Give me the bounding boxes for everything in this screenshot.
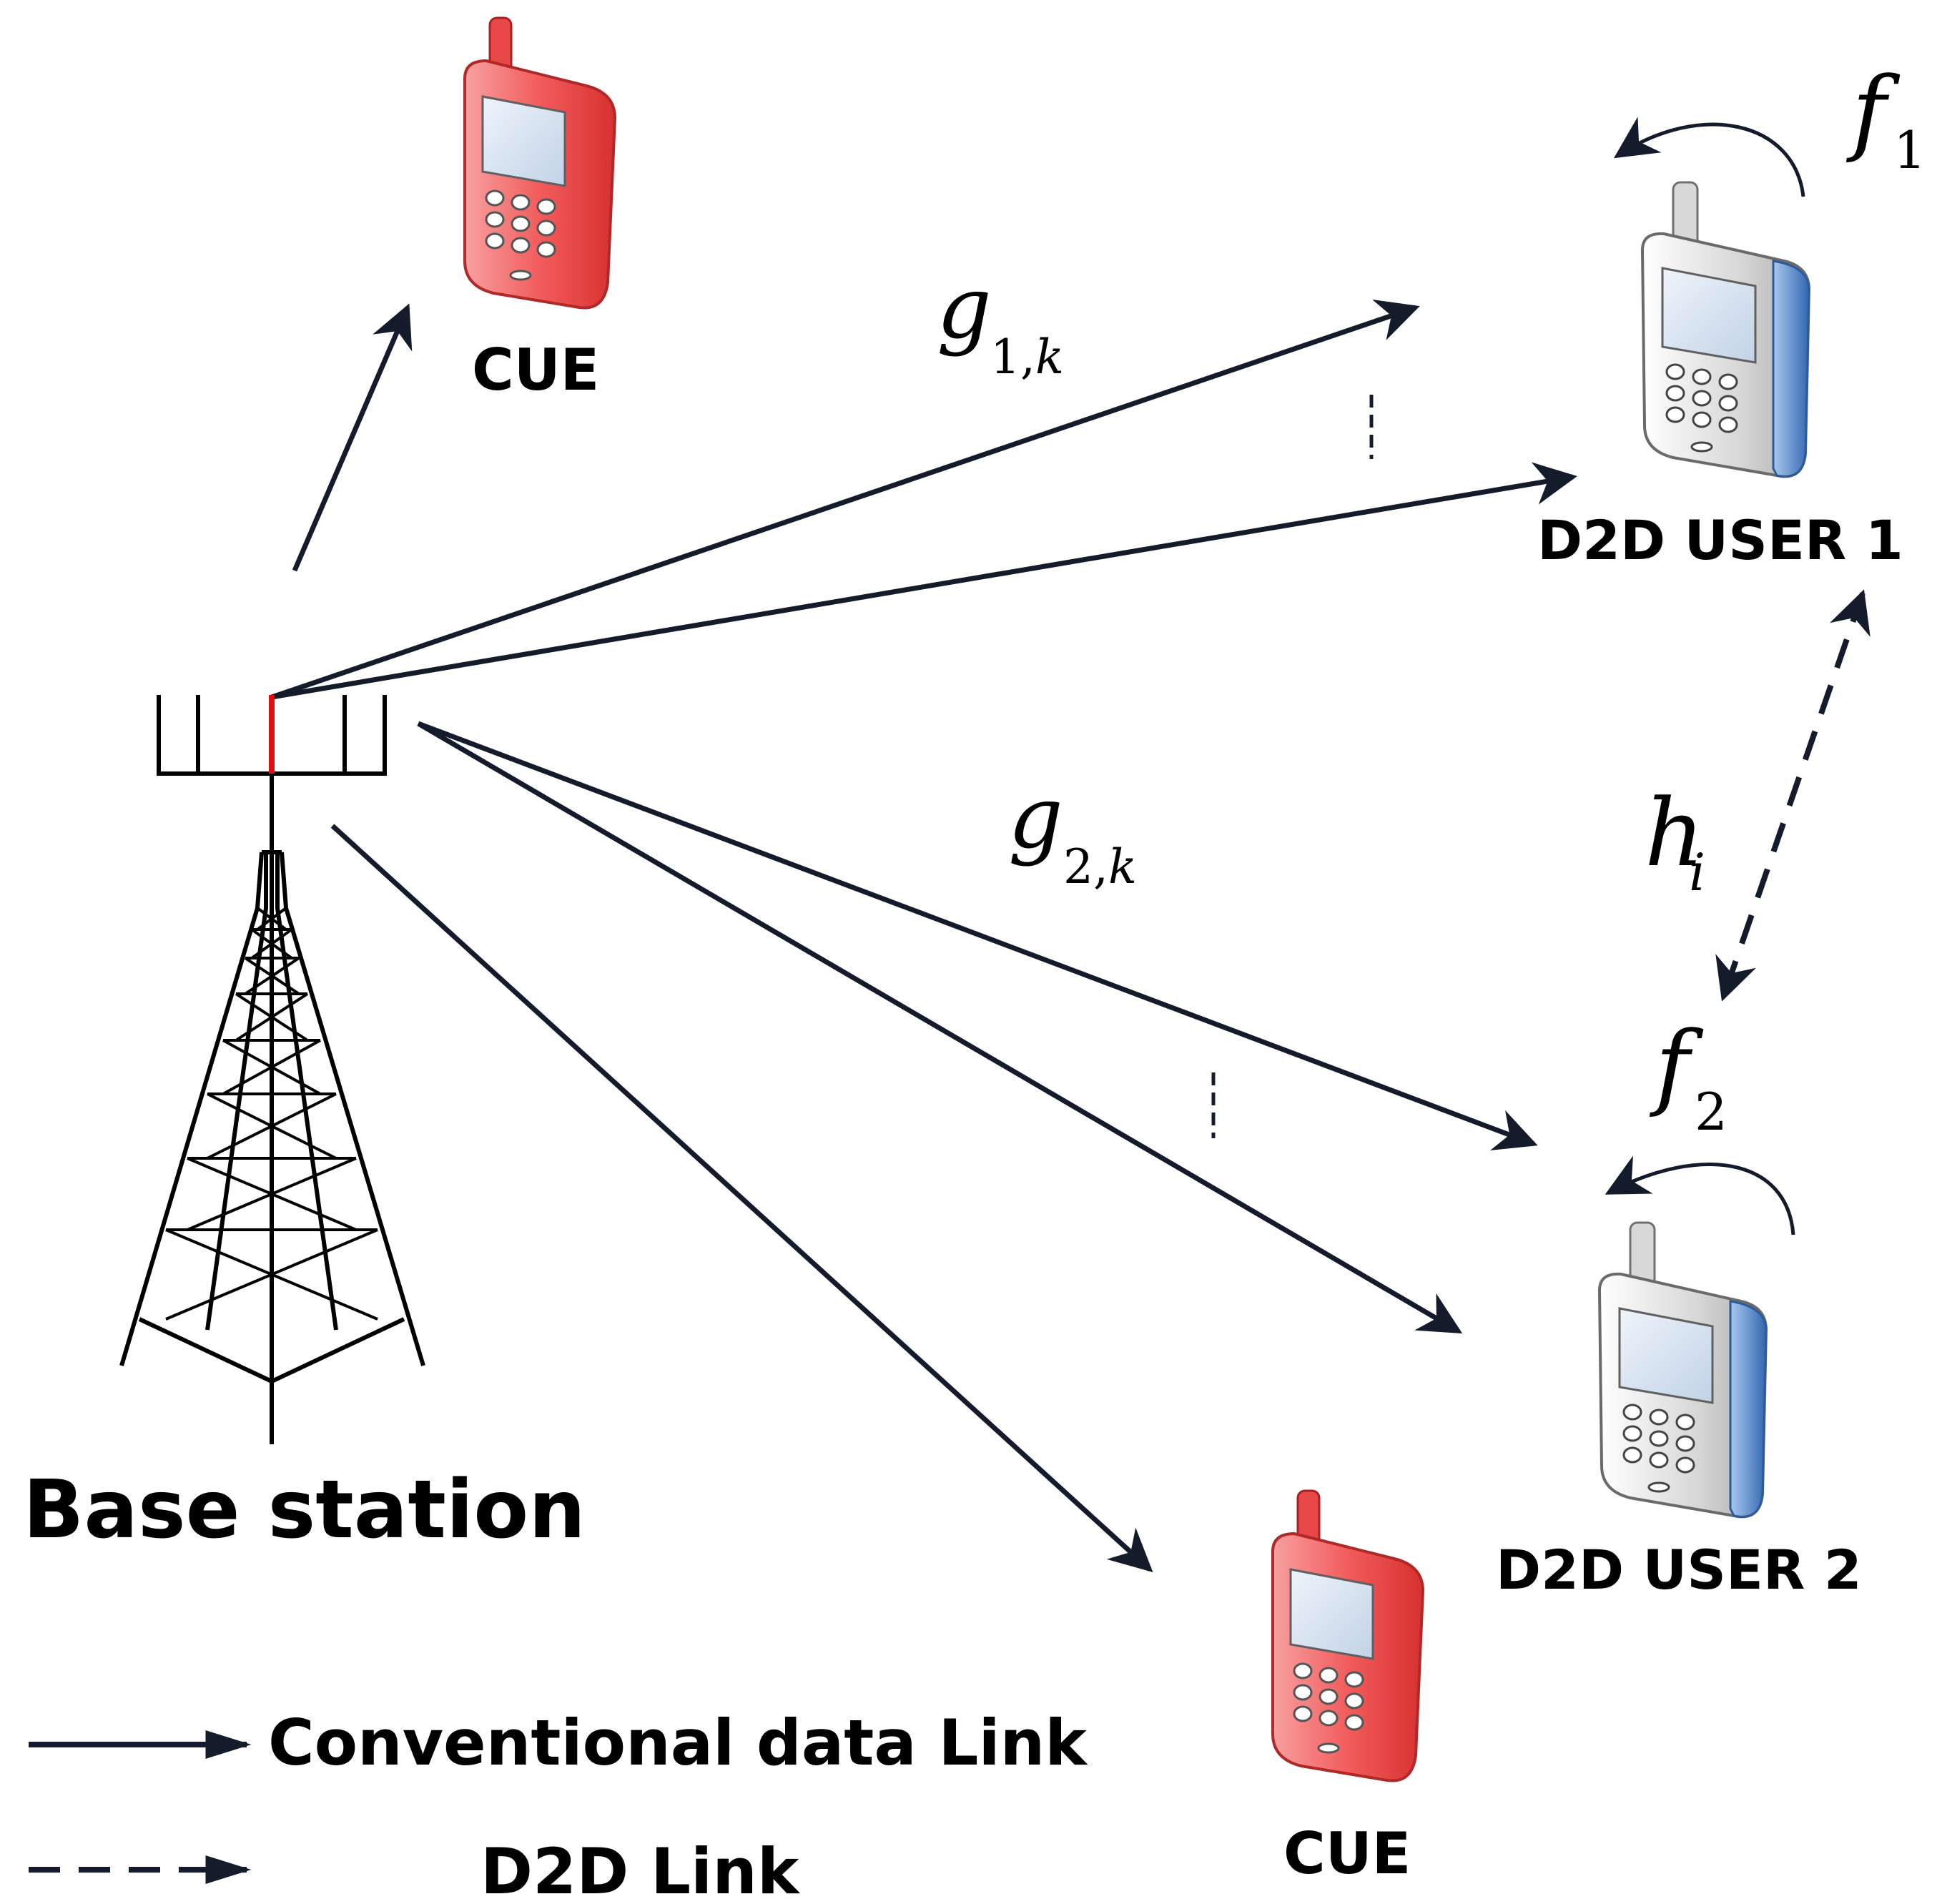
cue-phone-top [463,16,617,310]
label-cue-bottom: CUE [1283,1820,1411,1887]
link-to-cue-top [292,303,413,572]
link-g2k-lower [417,721,1463,1334]
g2k-sub: 2, [1063,839,1108,894]
label-g1k: g 1, k [937,259,1064,385]
f1-main: f [1846,56,1901,165]
g1k-main: g [937,259,992,358]
g2k-k: k [1108,839,1137,894]
link-to-cue-bottom [330,824,1153,1573]
legend-conventional-label: Conventional data Link [268,1706,1088,1780]
d2d-link-hi [1715,589,1870,1002]
label-f2: f 2 [1650,1011,1727,1142]
label-g2k: g 2, k [1008,769,1137,894]
g1k-k: k [1035,330,1064,385]
f1-curve-arrow [1613,117,1805,197]
legend: Conventional data Link D2D Link [29,1706,1088,1904]
cue-phone-bottom [1271,1489,1425,1782]
g1k-sub: 1, [990,330,1035,385]
f2-curve-arrow [1605,1155,1795,1235]
g2k-main: g [1008,769,1063,868]
link-g2k-upper [417,721,1538,1151]
label-d2d-user-2: D2D USER 2 [1496,1538,1862,1602]
d2d-user-2-phone [1597,1221,1768,1519]
base-station-tower [119,695,425,1444]
label-base-station: Base station [23,1464,586,1557]
hi-main: h [1645,779,1705,887]
d2d-user-1-phone [1640,181,1811,478]
f1-sub: 1 [1893,120,1926,180]
link-g1k-upper [270,300,1420,700]
label-hi: h i [1645,779,1705,902]
f2-sub: 2 [1695,1082,1727,1142]
label-f1: f 1 [1846,56,1926,180]
hi-sub: i [1689,842,1705,902]
label-cue-top: CUE [472,337,599,403]
legend-d2d-label: D2D Link [480,1835,801,1904]
conventional-links [270,300,1577,1573]
link-g1k-lower [271,462,1577,700]
label-d2d-user-1: D2D USER 1 [1537,508,1903,572]
